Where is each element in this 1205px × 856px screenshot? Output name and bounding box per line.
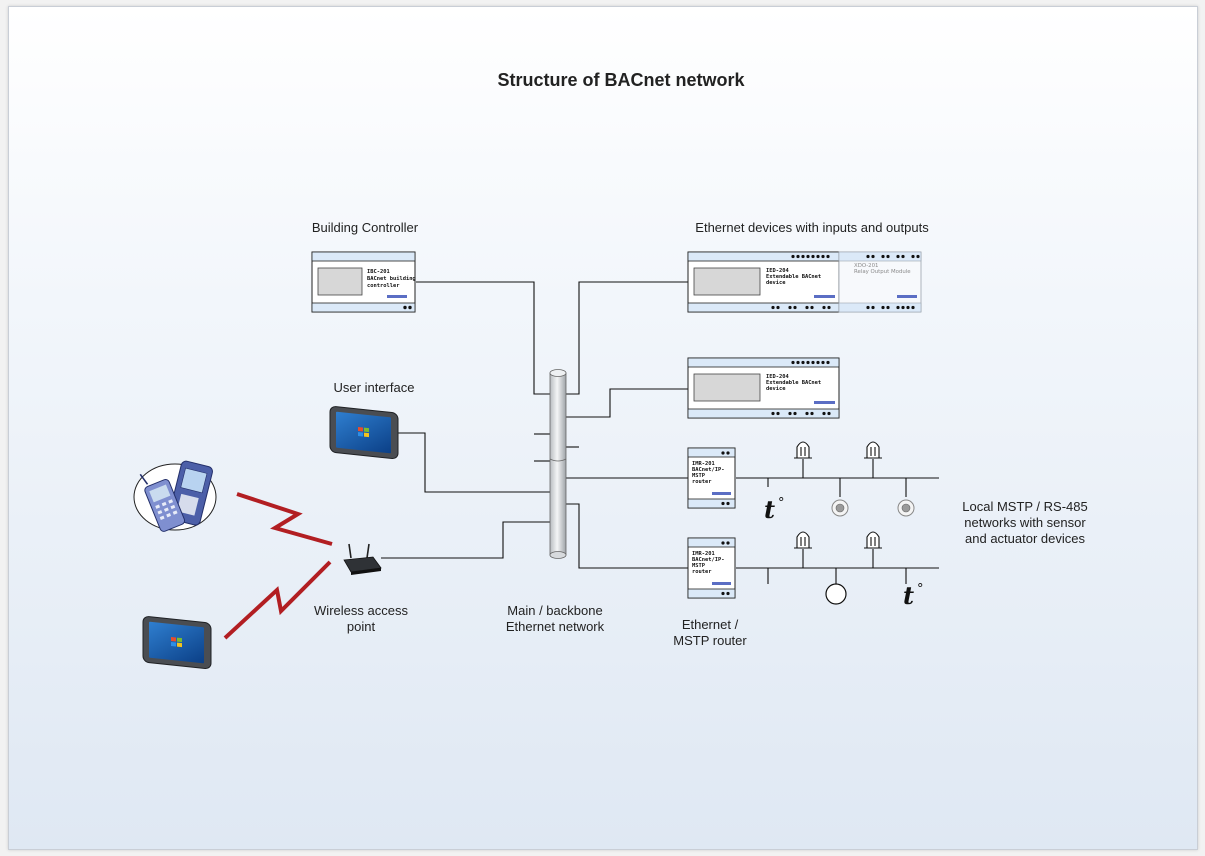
label-router: Ethernet / (682, 617, 739, 632)
device-desc: device (766, 280, 786, 286)
lamp-icon (825, 583, 847, 605)
device-model: IBC-201 (367, 269, 390, 275)
wire-ethernet-device-2 (566, 388, 688, 418)
router-desc: BACnet/IP- (692, 557, 724, 563)
label-backbone: Ethernet network (506, 619, 605, 634)
svg-text:t: t (764, 495, 775, 524)
label-user-interface: User interface (334, 380, 415, 395)
building-controller-device: IBC-201 BACnet building controller (311, 251, 416, 313)
diagram-title: Structure of BACnet network (497, 70, 745, 90)
router-desc: MSTP (692, 473, 706, 479)
svg-text:°: ° (917, 582, 924, 597)
network-diagram: Structure of BACnet network (133, 70, 1088, 670)
wire-user-interface (398, 432, 550, 493)
router-desc: router (692, 569, 712, 575)
mobile-phones-icon (133, 460, 217, 532)
device-model: IED-204 (766, 374, 789, 380)
tablet-icon (142, 616, 212, 670)
wire-router-2 (566, 503, 688, 569)
label-local-networks: networks with sensor (964, 515, 1086, 530)
svg-text:°: ° (778, 496, 785, 511)
router-desc: router (692, 479, 712, 485)
ethernet-device-with-extension: IED-204 Extendable BACnet device XDO-201… (687, 251, 922, 313)
router-desc: BACnet/IP- (692, 467, 724, 473)
temperature-sensor-icon: t ° (903, 581, 924, 610)
device-desc: controller (367, 283, 400, 289)
router-icon (343, 543, 382, 575)
label-local-networks: Local MSTP / RS-485 (962, 499, 1087, 514)
svg-text:t: t (903, 581, 914, 610)
mstp-router-2: IMR-201 BACnet/IP- MSTP router (687, 537, 736, 599)
button-sensor-icon (897, 499, 915, 517)
label-wireless-ap: Wireless access (314, 603, 408, 618)
wireless-link-icon (223, 492, 333, 640)
tablet-icon (329, 406, 399, 460)
label-backbone: Main / backbone (507, 603, 602, 618)
router-desc: MSTP (692, 563, 706, 569)
valve-icon (864, 531, 882, 549)
wire-building-controller (416, 281, 550, 395)
valve-icon (794, 441, 812, 459)
wire-wireless-ap (381, 521, 550, 559)
router-model: IMR-201 (692, 461, 715, 467)
router-model: IMR-201 (692, 551, 715, 557)
diagram-canvas: Structure of BACnet network (8, 6, 1198, 850)
label-local-networks: and actuator devices (965, 531, 1085, 546)
wire-ethernet-device-1 (566, 281, 688, 395)
button-sensor-icon (831, 499, 849, 517)
module-desc: Relay Output Module (854, 269, 911, 275)
valve-icon (794, 531, 812, 549)
label-ethernet-devices: Ethernet devices with inputs and outputs (695, 220, 929, 235)
label-building-controller: Building Controller (312, 220, 419, 235)
device-desc: Extendable BACnet (766, 274, 821, 280)
device-desc: BACnet building (367, 276, 416, 282)
valve-icon (864, 441, 882, 459)
connection-wires (381, 281, 939, 584)
label-router: MSTP router (673, 633, 747, 648)
ethernet-device-2: IED-204 Extendable BACnet device (687, 357, 840, 419)
module-model: XDO-201 (854, 263, 878, 269)
device-desc: device (766, 386, 786, 392)
mstp-router-1: IMR-201 BACnet/IP- MSTP router (687, 447, 736, 509)
temperature-sensor-icon: t ° (764, 495, 785, 524)
device-desc: Extendable BACnet (766, 380, 821, 386)
label-wireless-ap: point (347, 619, 376, 634)
device-model: IED-204 (766, 268, 789, 274)
backbone-pipe (549, 369, 567, 559)
